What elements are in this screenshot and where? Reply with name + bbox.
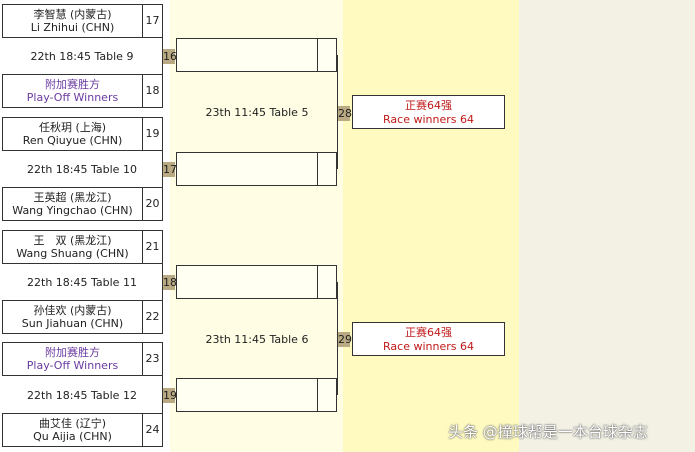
match-number: 29: [338, 332, 352, 347]
seed-number: 19: [142, 117, 163, 151]
player-box: 附加赛胜方 Play-Off Winners: [2, 342, 143, 376]
player-box: 王 双 (黑龙江) Wang Shuang (CHN): [2, 230, 143, 264]
bracket-slot-end: [317, 38, 337, 72]
winner-label-en: Race winners 64: [383, 113, 474, 126]
player-name-en: Ren Qiuyue (CHN): [22, 134, 123, 147]
seed-number: 23: [142, 342, 163, 376]
match-number: 17: [163, 162, 177, 177]
player-name-en: Qu Aijia (CHN): [33, 430, 112, 443]
bracket-line: [162, 247, 163, 318]
player-name-en: Sun Jiahuan (CHN): [21, 317, 124, 330]
seed-number: 22: [142, 300, 163, 334]
winner-label-cn: 正赛64强: [405, 326, 452, 339]
player-name-en: Wang Shuang (CHN): [16, 247, 129, 260]
match-time: 23th 11:45 Table 6: [205, 333, 309, 346]
match-number: 18: [163, 275, 177, 290]
bracket-slot-end: [317, 378, 337, 412]
match-time: 22th 18:45 Table 11: [27, 276, 137, 289]
player-box: 王英超 (黑龙江) Wang Yingchao (CHN): [2, 187, 143, 221]
player-name-cn: 李智慧 (内蒙古): [33, 8, 112, 21]
match-time: 22th 18:45 Table 9: [30, 50, 134, 63]
match-time: 23th 11:45 Table 5: [205, 106, 309, 119]
bracket-line: [162, 134, 163, 205]
round4-column: [519, 0, 695, 452]
bracket-slot-end: [317, 265, 337, 299]
player-box: 孙佳欢 (内蒙古) Sun Jiahuan (CHN): [2, 300, 143, 334]
bracket-slot-end: [317, 152, 337, 186]
player-name-cn: 王英超 (黑龙江): [33, 191, 112, 204]
winner-box: 正赛64强 Race winners 64: [352, 95, 505, 129]
round3-column: [343, 0, 519, 452]
bracket-slot: [176, 38, 318, 72]
seed-number: 17: [142, 4, 163, 38]
round1-column: [0, 0, 170, 452]
player-box: 曲艾佳 (辽宁) Qu Aijia (CHN): [2, 413, 143, 447]
player-name-cn: 孙佳欢 (内蒙古): [33, 304, 112, 317]
seed-number: 21: [142, 230, 163, 264]
player-box: 任秋玥 (上海) Ren Qiuyue (CHN): [2, 117, 143, 151]
player-name-cn: 曲艾佳 (辽宁): [38, 417, 107, 430]
player-box: 李智慧 (内蒙古) Li Zhihui (CHN): [2, 4, 143, 38]
player-name-cn: 任秋玥 (上海): [38, 121, 107, 134]
bracket-line: [162, 359, 163, 431]
player-name-en: Wang Yingchao (CHN): [12, 204, 133, 217]
seed-number: 20: [142, 187, 163, 221]
player-name-cn: 王 双 (黑龙江): [33, 234, 112, 247]
match-number: 16: [163, 49, 177, 64]
match-number: 28: [338, 106, 352, 121]
watermark: 头条 @撞球帮是一本台球杂志: [448, 423, 648, 441]
bracket-slot: [176, 152, 318, 186]
bracket-slot: [176, 265, 318, 299]
seed-number: 24: [142, 413, 163, 447]
player-name-cn: 附加赛胜方: [45, 78, 100, 91]
round2-column: [170, 0, 343, 452]
winner-label-cn: 正赛64强: [405, 99, 452, 112]
bracket-slot: [176, 378, 318, 412]
seed-number: 18: [142, 74, 163, 108]
match-time: 22th 18:45 Table 10: [27, 163, 137, 176]
bracket-line: [337, 55, 338, 169]
bracket-line: [162, 21, 163, 92]
player-name-cn: 附加赛胜方: [45, 346, 100, 359]
winner-box: 正赛64强 Race winners 64: [352, 322, 505, 356]
player-name-en: Play-Off Winners: [26, 91, 119, 104]
winner-label-en: Race winners 64: [383, 340, 474, 353]
player-box: 附加赛胜方 Play-Off Winners: [2, 74, 143, 108]
match-number: 19: [163, 388, 177, 403]
player-name-en: Play-Off Winners: [26, 359, 119, 372]
match-time: 22th 18:45 Table 12: [27, 389, 137, 402]
bracket-line: [337, 282, 338, 395]
player-name-en: Li Zhihui (CHN): [30, 21, 115, 34]
